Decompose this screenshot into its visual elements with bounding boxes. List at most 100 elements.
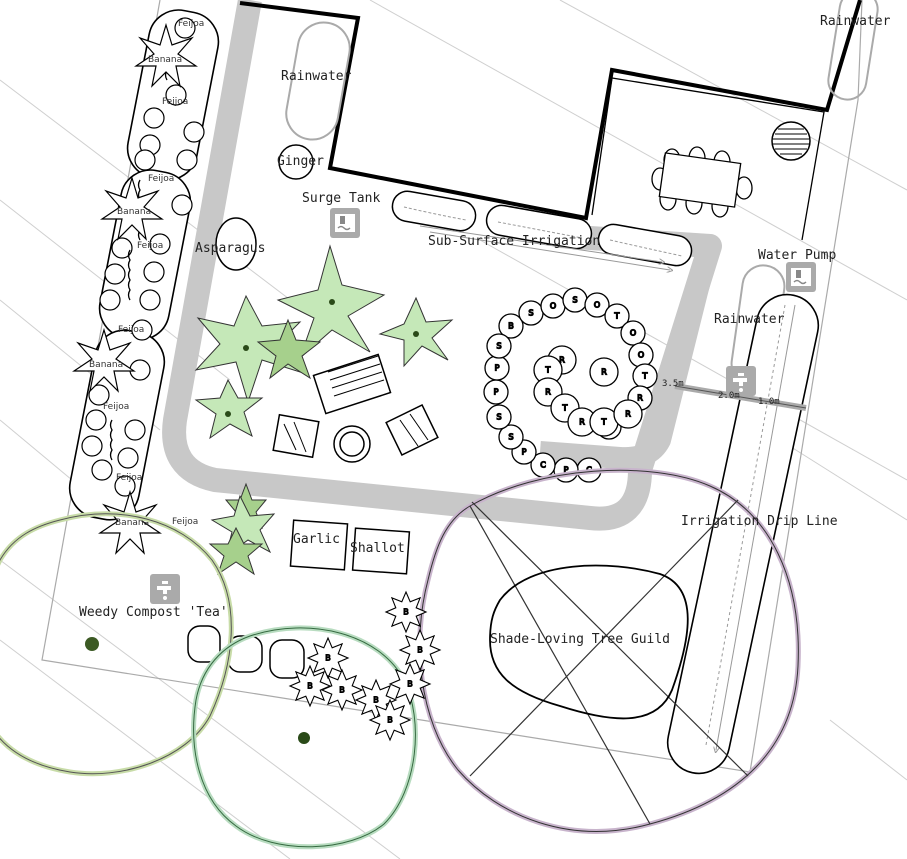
spiral-plant-letter: S (496, 413, 501, 422)
spiral-plant: O (584, 292, 610, 318)
ginger-plant (278, 144, 314, 180)
guild-plant-letter: B (325, 654, 331, 663)
rainwater-tank-top-right (827, 0, 879, 101)
rainwater-tank-house (285, 21, 351, 141)
guild-plant: B (306, 636, 350, 680)
spiral-plant: R (589, 357, 619, 387)
plant-label-feijoa: Feijoa (116, 473, 142, 483)
dimension-label: 1.0m (758, 397, 780, 407)
plant-label-feijoa: Feijoa (137, 241, 163, 251)
label-weedy-compost-tea: Weedy Compost 'Tea' (79, 605, 228, 620)
spiral-plant: S (518, 300, 544, 326)
spiral-plant: P (484, 355, 510, 381)
label-rainwater: Rainwater (281, 69, 352, 84)
label-rainwater: Rainwater (820, 14, 891, 29)
label-water-pump: Water Pump (758, 248, 836, 263)
hedge-labels: Feijoa Banana Feijoa Feijoa Banana Feijo… (89, 19, 204, 528)
spiral-plant-letter: P (564, 466, 569, 475)
label-shade-loving-tree-guild: Shade-Loving Tree Guild (490, 632, 670, 647)
dimension-label: 2.0m (718, 391, 740, 401)
spiral-plant-letter: O (630, 329, 636, 338)
patio-outline (591, 77, 825, 241)
spiral-plant-letter: T (642, 372, 648, 381)
sub-surface-irrigation-beds (391, 190, 693, 267)
spiral-plant-letter: R (625, 410, 631, 419)
spiral-plant-letter: B (508, 322, 514, 331)
spiral-plant-letter: R (559, 356, 565, 365)
plant-label-feijoa: Feijoa (103, 402, 129, 412)
spiral-plant: P (483, 379, 509, 405)
guild-plant-letter: B (373, 696, 379, 705)
spiral-plant-letter: T (545, 366, 551, 375)
herb-spiral: BSOSOTOOTRTPCPCPSSPPS (483, 287, 658, 483)
water-pump-icon (786, 262, 816, 292)
spiral-plant: T (589, 407, 619, 437)
spiral-plant: C (530, 452, 556, 478)
label-irrigation-drip-line: Irrigation Drip Line (681, 514, 838, 529)
shade-tree-guild-bed (489, 564, 689, 720)
guild-plant: B (320, 668, 364, 712)
spiral-plant-letter: R (637, 394, 643, 403)
spiral-plant: S (486, 333, 512, 359)
guild-plant: B (388, 662, 432, 706)
guild-plant-letter: B (417, 646, 423, 655)
spiral-plant-letter: R (545, 388, 551, 397)
spiral-plant-letter: S (528, 309, 533, 318)
house-outline (239, 0, 862, 221)
spiral-plant: T (632, 363, 658, 389)
plant-label-banana: Banana (117, 207, 151, 217)
plant-label-feijoa: Feijoa (118, 325, 144, 335)
spiral-plant-letter: T (562, 404, 568, 413)
spiral-plant-letter: C (540, 461, 546, 470)
shallot-bed (351, 527, 411, 575)
guild-plant: B (288, 664, 332, 708)
guild-plant-letter: B (387, 716, 393, 725)
label-garlic: Garlic (293, 532, 340, 547)
plant-label-banana: Banana (115, 518, 149, 528)
spiral-plant-letter: P (494, 388, 499, 397)
guild-plant-letter: B (339, 686, 345, 695)
guild-plant-letter: B (307, 682, 313, 691)
guild-plant: B (384, 590, 428, 634)
spiral-plant: P (553, 457, 579, 483)
banana-plants (72, 22, 198, 555)
plant-label-feijoa: Feijoa (172, 517, 198, 527)
garden-path (162, 0, 722, 531)
spiral-plant: O (628, 342, 654, 368)
spiral-plant-letter: R (579, 418, 585, 427)
label-shallot: Shallot (350, 541, 405, 556)
spiral-plant-letter: P (495, 364, 500, 373)
striped-barrel (771, 121, 811, 161)
garlic-bed (289, 519, 349, 571)
spiral-plant: O (540, 293, 566, 319)
spiral-plant-letter: P (522, 448, 527, 457)
spiral-plant: S (498, 424, 524, 450)
plant-label-feijoa: Feijoa (178, 19, 204, 29)
spiral-plant: R (613, 399, 643, 429)
label-surge-tank: Surge Tank (302, 191, 380, 206)
water-tap-icon (726, 366, 756, 396)
guild-plant: B (368, 698, 412, 742)
garden-path-spiral (539, 257, 716, 470)
spiral-plant: O (620, 320, 646, 346)
patio-table (651, 146, 753, 218)
spiral-plant-letter: S (496, 342, 501, 351)
label-sub-surface-irrigation: Sub-Surface Irrigation (428, 234, 600, 249)
plan-labels: Rainwater Rainwater Ginger Surge Tank Su… (79, 14, 891, 647)
label-ginger: Ginger (277, 154, 324, 169)
spiral-plant: B (498, 313, 524, 339)
plant-label-banana: Banana (89, 360, 123, 370)
spiral-plant-letter: O (638, 351, 644, 360)
guild-plant-letter: B (407, 680, 413, 689)
spiral-plant-letter: T (614, 312, 620, 321)
label-asparagus: Asparagus (195, 241, 265, 256)
spiral-plant: T (604, 303, 630, 329)
asparagus-bed (215, 217, 257, 271)
spiral-plant-letter: O (550, 302, 556, 311)
guild-plant: B (398, 628, 442, 672)
spiral-plant-letter: R (601, 368, 607, 377)
plant-label-banana: Banana (148, 55, 182, 65)
stepping-stones (187, 625, 305, 679)
